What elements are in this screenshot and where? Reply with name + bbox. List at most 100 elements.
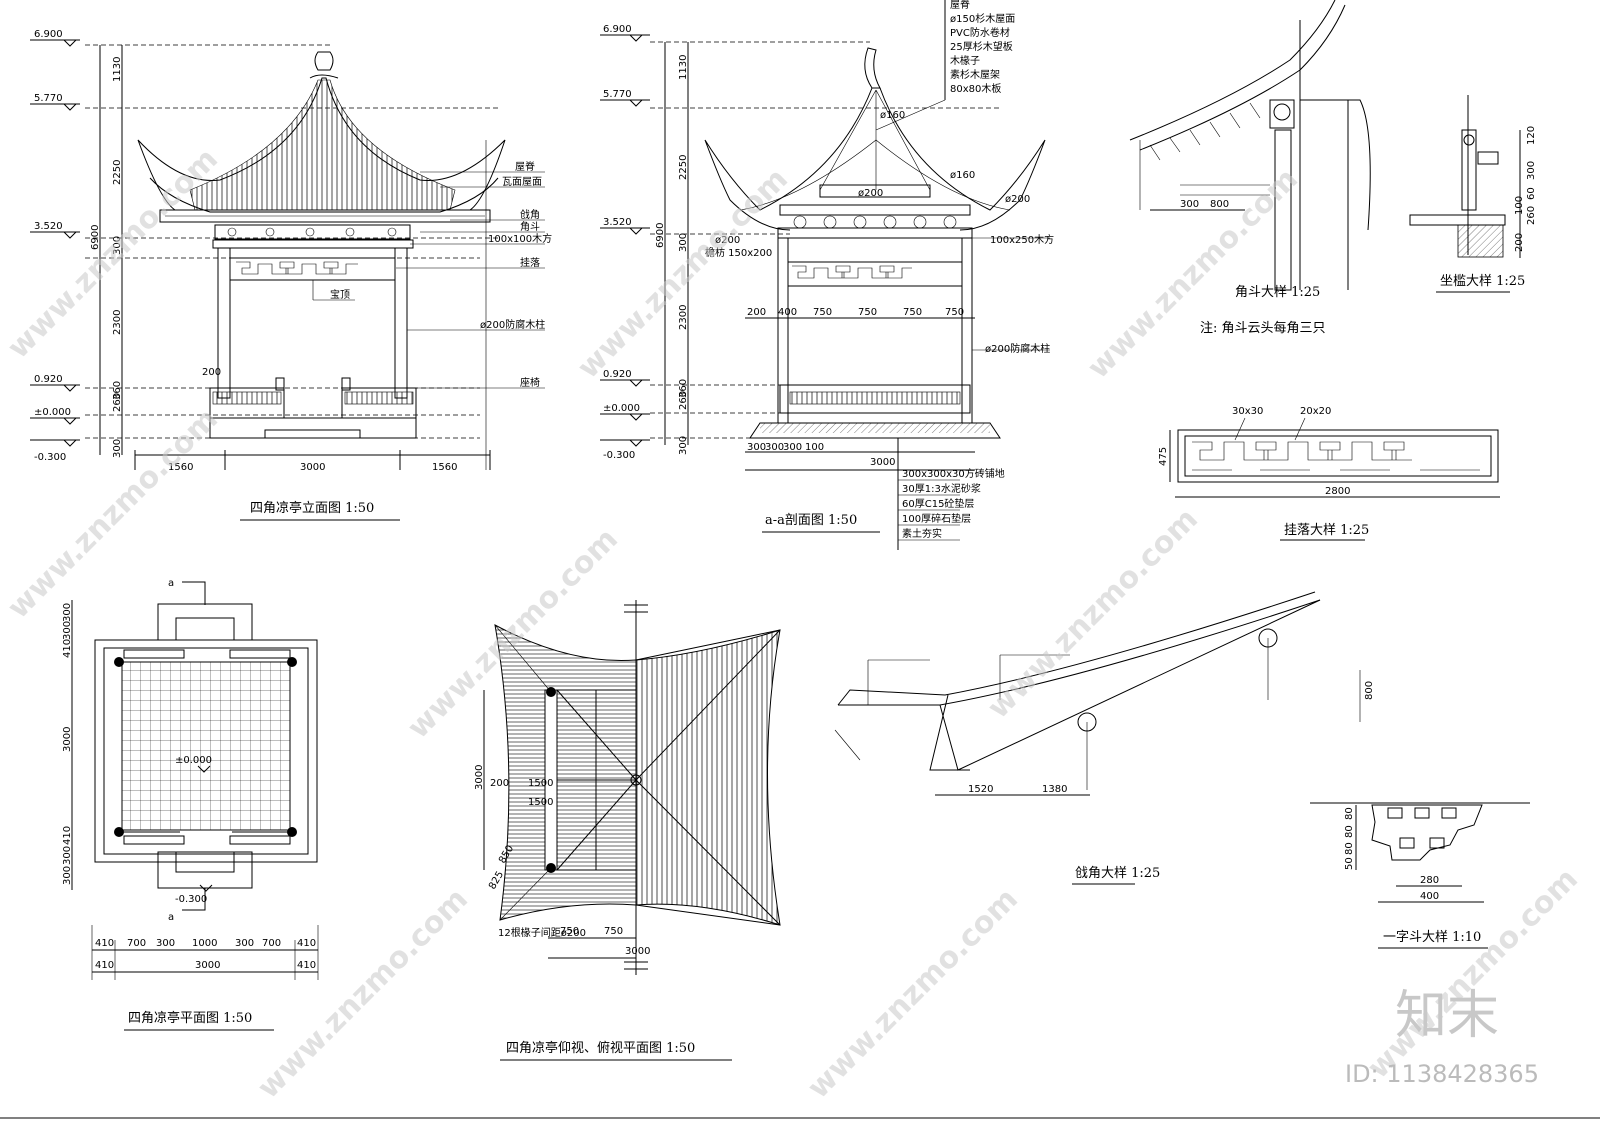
member-7: ø200防腐木柱: [985, 342, 1050, 355]
plan-bdim1-6: 410: [297, 938, 316, 949]
plan-bdim2-0: 410: [95, 960, 114, 971]
dougong-w280: 280: [1420, 875, 1439, 886]
s-topdim-3: 750: [858, 307, 877, 318]
label-finial: 宝顶: [330, 288, 350, 301]
label-bench: 座椅: [520, 376, 540, 389]
plan-ldim-0: 300: [62, 603, 73, 622]
bracket-title: 角斗大样 1:25: [1235, 285, 1320, 300]
seat-dim-100: 100: [1514, 196, 1525, 215]
roof-plan-title: 四角凉亭仰视、俯视平面图 1:50: [506, 1040, 695, 1056]
roof-label-1500b: 1500: [528, 797, 553, 808]
section-level-marks: 6.900 5.770 3.520 0.920 ±0.000 -0.300: [600, 24, 650, 461]
lattice-label-20: 20x20: [1300, 406, 1331, 417]
seat-dim-60: 60: [1526, 187, 1537, 200]
plan-section-mark-top: a: [168, 578, 174, 589]
section-structure: [749, 237, 1001, 439]
plan-bdim1-3: 1000: [192, 938, 217, 949]
seat-dim-200: 200: [1514, 233, 1525, 252]
vdim-260: 260: [112, 393, 123, 412]
s-level-0000: ±0.000: [603, 403, 640, 414]
label-timber: 100x100木方: [488, 232, 552, 245]
dougong-vdim-3: 80: [1344, 825, 1355, 838]
plan-bdim1-1: 700: [127, 938, 146, 949]
lattice-height: 475: [1158, 447, 1169, 466]
dougong-detail: 80 50 80 80 280 400 一字斗大样 1:10: [1310, 802, 1530, 949]
plan-ldim-3: 3000: [62, 727, 73, 752]
plan-bdim1-4: 300: [235, 938, 254, 949]
plan-ldim-2: 410: [62, 639, 73, 658]
section-top-dims: 200 400 750 750 750 750: [745, 307, 975, 319]
total-height: 6900: [90, 225, 101, 250]
hdim-1560-left: 1560: [168, 462, 193, 473]
roof-bdim-1: 750: [604, 926, 623, 937]
lattice-detail: 2800 475 30x30 20x20 挂落大样 1:25: [1158, 406, 1500, 541]
label-tile-roof: 瓦面屋面: [502, 176, 542, 188]
plan-bdim1-2: 300: [156, 938, 175, 949]
roof-layer-3: 25厚杉木望板: [950, 40, 1013, 53]
member-0: ø160: [880, 110, 905, 121]
level-0000: ±0.000: [34, 407, 71, 418]
label-bracket: 角斗: [520, 221, 540, 233]
seat-dim-300: 300: [1526, 161, 1537, 180]
roof-label-1500a: 1500: [528, 778, 553, 789]
vdim-360: 360: [112, 381, 123, 400]
plan-level-inside: ±0.000: [175, 755, 212, 766]
label-lattice: 挂落: [520, 256, 540, 269]
wm-site-6: www.znzmo.com: [981, 502, 1205, 726]
seat-dim-120: 120: [1526, 126, 1537, 145]
bracket-detail: 300 800 角斗大样 1:25 注: 角斗云头每角三只: [1129, 0, 1371, 336]
label-corner: 戗角: [520, 208, 540, 221]
member-5: 檐枋 150x200: [705, 246, 772, 259]
vdim-300b: 300: [112, 439, 123, 458]
s-vdim-2300: 2300: [678, 305, 689, 330]
elevation-vertical-dims: 1130 2250 300 2300 260 360 300 6900: [85, 44, 500, 458]
vdim-1130: 1130: [112, 57, 123, 82]
lattice-title: 挂落大样 1:25: [1284, 523, 1369, 538]
logo-mark: 知末: [1395, 986, 1499, 1046]
level-6900: 6.900: [34, 29, 63, 40]
roof-layer-1: ø150杉木屋面: [950, 12, 1015, 25]
level-3520: 3.520: [34, 221, 63, 232]
s-botdim-2: 300: [783, 442, 802, 453]
member-6: 100x250木方: [990, 233, 1054, 246]
member-2: ø200: [858, 188, 883, 199]
image-id: ID: 1138428365: [1345, 1060, 1539, 1088]
floor-layer-1: 30厚1:3水泥砂浆: [902, 482, 981, 495]
elevation-structure: 200: [202, 239, 417, 439]
roof-note: 12根椽子间距ø200: [498, 926, 586, 939]
plan-bdim1-0: 410: [95, 938, 114, 949]
member-1: ø160: [950, 170, 975, 181]
member-4: ø200: [715, 235, 740, 246]
s-vdim-1130: 1130: [678, 55, 689, 80]
elevation-roof: [137, 51, 506, 240]
floor-layer-4: 素土夯实: [902, 527, 942, 540]
elevation-view: 6.900 5.770 3.520 0.920 ±0.000 -0.300 11…: [30, 29, 552, 521]
floor-layer-2: 60厚C15砼垫层: [902, 497, 974, 510]
dim-200: 200: [202, 367, 221, 378]
dougong-title: 一字斗大样 1:10: [1383, 930, 1481, 945]
vdim-2300: 2300: [112, 310, 123, 335]
roof-vdim-3000: 3000: [474, 765, 485, 790]
bracket-dim-800: 800: [1210, 199, 1229, 210]
s-topdim-4: 750: [903, 307, 922, 318]
s-level-0920: 0.920: [603, 369, 632, 380]
s-vdim-360: 360: [678, 379, 689, 398]
roof-bdim-0: 750: [560, 926, 579, 937]
s-total-height: 6900: [655, 223, 666, 248]
corner-dim-2: 800: [1364, 681, 1375, 700]
floor-layer-3: 100厚碎石垫层: [902, 512, 971, 525]
s-level-6900: 6.900: [603, 24, 632, 35]
seat-dim-260: 260: [1526, 206, 1537, 225]
plan-title: 四角凉亭平面图 1:50: [128, 1010, 252, 1026]
level-0920: 0.920: [34, 374, 63, 385]
corner-detail: 1520 1380 800 戗角大样 1:25: [834, 591, 1375, 885]
level-5770: 5.770: [34, 93, 63, 104]
wm-site-7: www.znzmo.com: [251, 882, 475, 1106]
section-bottom-dims: 300 300 300 100 3000: [745, 442, 975, 471]
plan-ldim-5: 300: [62, 846, 73, 865]
member-3: ø200: [1005, 194, 1030, 205]
section-roof: [704, 47, 1046, 239]
wm-site-9: www.znzmo.com: [1361, 862, 1585, 1086]
s-vdim-260: 260: [678, 391, 689, 410]
wm-site-2: www.znzmo.com: [571, 162, 795, 386]
